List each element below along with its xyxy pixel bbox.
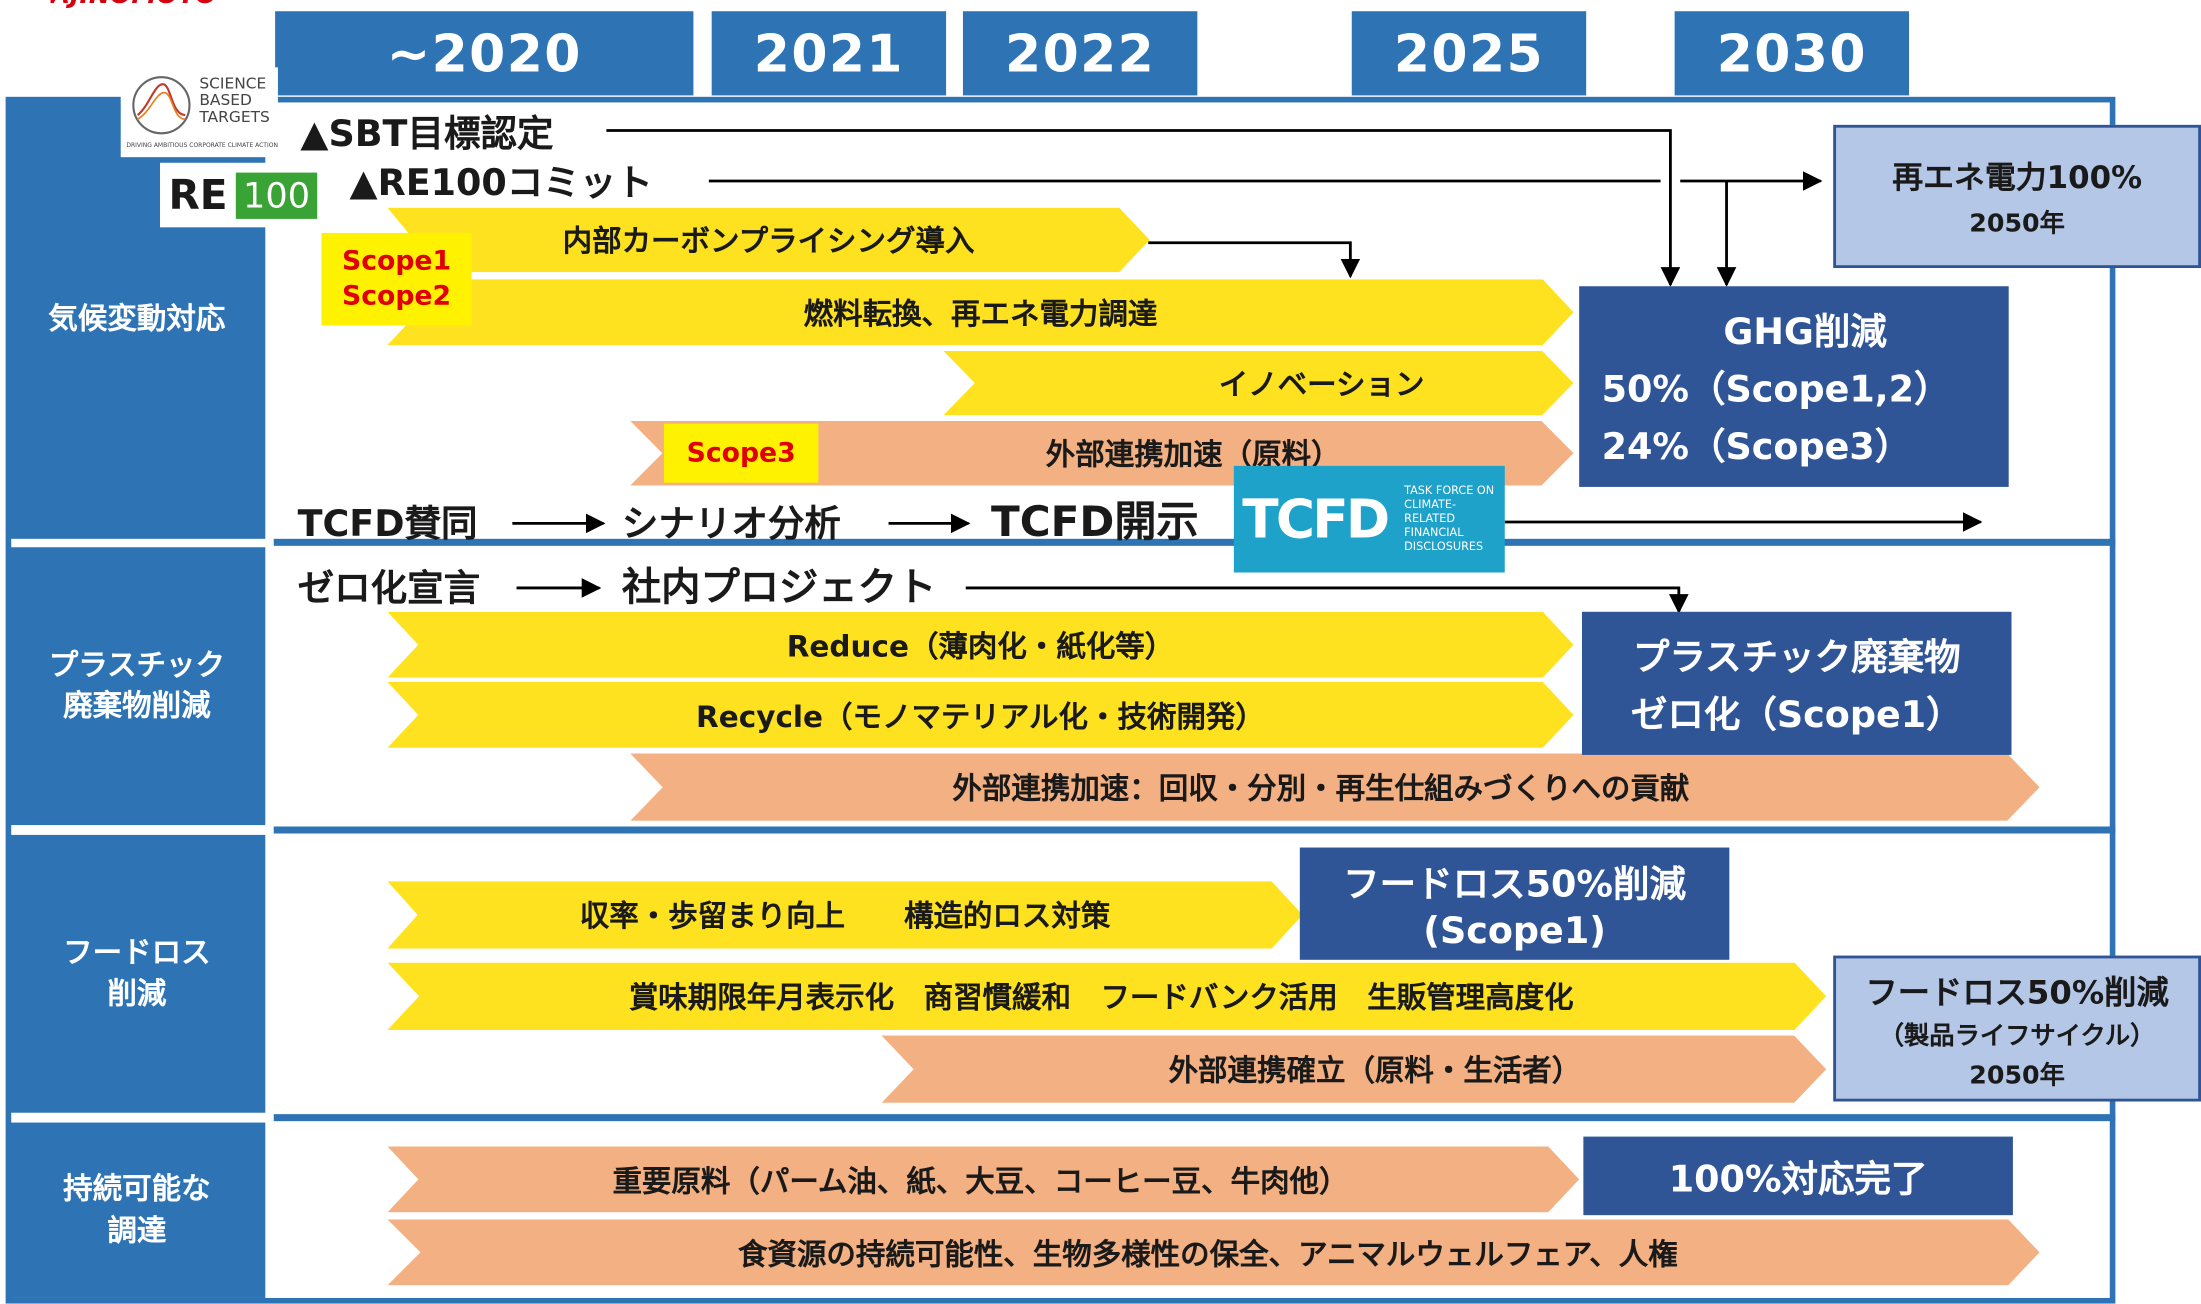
scope2-label: Scope2	[341, 280, 452, 312]
yield-arrow: 収率・歩留まり向上 構造的ロス対策	[387, 881, 1303, 949]
sbt-line3: TARGETS	[199, 108, 270, 127]
sbt-circle-icon	[132, 76, 191, 135]
carbon-pricing-arrow: 内部カーボンプライシング導入	[387, 207, 1150, 273]
food-loss-2025-line2: (Scope1)	[1423, 909, 1606, 953]
year-header-2025: 2025	[1351, 11, 1587, 96]
sbt-connector	[606, 129, 1681, 287]
re100-re-text: RE	[168, 171, 228, 219]
category-plastic: プラスチック 廃棄物削減	[8, 547, 266, 826]
scope3-tag: Scope3	[663, 423, 819, 483]
sustainability-label: 食資源の持続可能性、生物多様性の保全、アニマルウェルフェア、人権	[737, 1236, 1678, 1271]
plastic-project-connector	[965, 586, 1689, 614]
scope12-tag: Scope1 Scope2	[321, 232, 472, 326]
food-loss-2050-year: 2050年	[1969, 1060, 2065, 1091]
sbt-tagline: DRIVING AMBITIOUS CORPORATE CLIMATE ACTI…	[126, 143, 278, 150]
food-loss-2025-line1: フードロス50%削減	[1343, 863, 1686, 906]
tcfd-endorse: TCFD賛同	[297, 503, 478, 546]
sustainability-arrow: 食資源の持続可能性、生物多様性の保全、アニマルウェルフェア、人権	[387, 1219, 2040, 1286]
internal-project: 社内プロジェクト	[621, 564, 937, 611]
row-separator	[273, 538, 2116, 546]
row-separator	[273, 1114, 2116, 1122]
food-loss-external-label: 外部連携確立（原料・生活者）	[1168, 1053, 1582, 1088]
year-header-2021: 2021	[711, 11, 947, 96]
food-loss-2050-line1: フードロス50%削減	[1865, 975, 2169, 1012]
food-loss-external-arrow: 外部連携確立（原料・生活者）	[881, 1035, 1827, 1103]
brand-logo: AJINOMOTO	[51, 0, 217, 8]
sbt-milestone: ▲SBT目標認定	[300, 113, 554, 156]
sbt-logo: SCIENCE BASED TARGETS DRIVING AMBITIOUS …	[120, 67, 278, 158]
year-header-2030: 2030	[1674, 11, 1910, 96]
scenario-analysis: シナリオ分析	[621, 503, 841, 546]
carbon-pricing-connector	[1148, 241, 1361, 279]
re100-goal-label: 再エネ電力100%	[1892, 161, 2143, 197]
tcfd-logo-desc: TASK FORCE ON CLIMATE-RELATED FINANCIAL …	[1404, 484, 1495, 553]
tcfd-logo-text: TCFD	[1242, 488, 1390, 551]
re100-goal-box: 再エネ電力100% 2050年	[1833, 124, 2201, 269]
plastic-goal-line2: ゼロ化（Scope1）	[1630, 694, 1963, 737]
zero-declaration: ゼロ化宣言	[297, 568, 481, 611]
key-materials-arrow: 重要原料（パーム油、紙、大豆、コーヒー豆、牛肉他）	[387, 1146, 1580, 1213]
year-header-2022: 2022	[962, 11, 1198, 96]
category-procurement: 持続可能な 調達	[8, 1122, 266, 1298]
food-loss-2025-goal-box: フードロス50%削減 (Scope1)	[1299, 847, 1730, 960]
practices-arrow: 賞味期限年月表示化 商習慣緩和 フードバンク活用 生販管理高度化	[387, 962, 1827, 1030]
innovation-label: イノベーション	[1218, 367, 1425, 402]
innovation-arrow: イノベーション	[943, 350, 1574, 416]
reduce-arrow: Reduce（薄肉化・紙化等）	[387, 611, 1574, 678]
re100-goal-year: 2050年	[1969, 209, 2065, 239]
key-materials-label: 重要原料（パーム油、紙、大豆、コーヒー豆、牛肉他）	[612, 1163, 1349, 1198]
scope1-label: Scope1	[341, 245, 452, 277]
food-loss-2050-goal-box: フードロス50%削減 （製品ライフサイクル） 2050年	[1833, 955, 2201, 1102]
ghg-goal-scope3: 24%（Scope3）	[1601, 426, 1912, 469]
recycle-arrow: Recycle（モノマテリアル化・技術開発）	[387, 681, 1574, 748]
re100-logo: RE 100	[160, 162, 337, 228]
sbt-line2: BASED	[199, 91, 252, 110]
row-separator	[273, 826, 2116, 834]
year-header-2020: ~2020	[275, 11, 694, 96]
procurement-goal-label: 100%対応完了	[1668, 1158, 1928, 1201]
ghg-goal-box: GHG削減 50%（Scope1,2） 24%（Scope3）	[1579, 286, 2009, 487]
tcfd-disclose: TCFD開示	[991, 498, 1199, 548]
practices-label: 賞味期限年月表示化 商習慣緩和 フードバンク活用 生販管理高度化	[628, 980, 1574, 1015]
re100-milestone: ▲RE100コミット	[349, 162, 653, 205]
plastic-goal-box: プラスチック廃棄物 ゼロ化（Scope1）	[1581, 611, 2012, 755]
procurement-goal-box: 100%対応完了	[1583, 1136, 2013, 1216]
ghg-goal-scope12: 50%（Scope1,2）	[1601, 369, 1951, 412]
plastic-goal-line1: プラスチック廃棄物	[1632, 637, 1961, 680]
re100-number: 100	[236, 171, 318, 219]
fuel-switch-arrow: 燃料転換、再エネ電力調達	[387, 279, 1574, 346]
ghg-goal-title: GHG削減	[1723, 311, 1887, 354]
category-food-loss: フードロス 削減	[8, 834, 266, 1113]
food-loss-2050-line2: （製品ライフサイクル）	[1878, 1021, 2156, 1051]
plastic-external-arrow: 外部連携加速：回収・分別・再生仕組みづくりへの貢献	[630, 753, 2040, 821]
plastic-external-label: 外部連携加速：回収・分別・再生仕組みづくりへの貢献	[952, 771, 1690, 806]
tcfd-logo: TCFD TASK FORCE ON CLIMATE-RELATED FINAN…	[1233, 465, 1505, 573]
sbt-line1: SCIENCE	[199, 74, 267, 93]
